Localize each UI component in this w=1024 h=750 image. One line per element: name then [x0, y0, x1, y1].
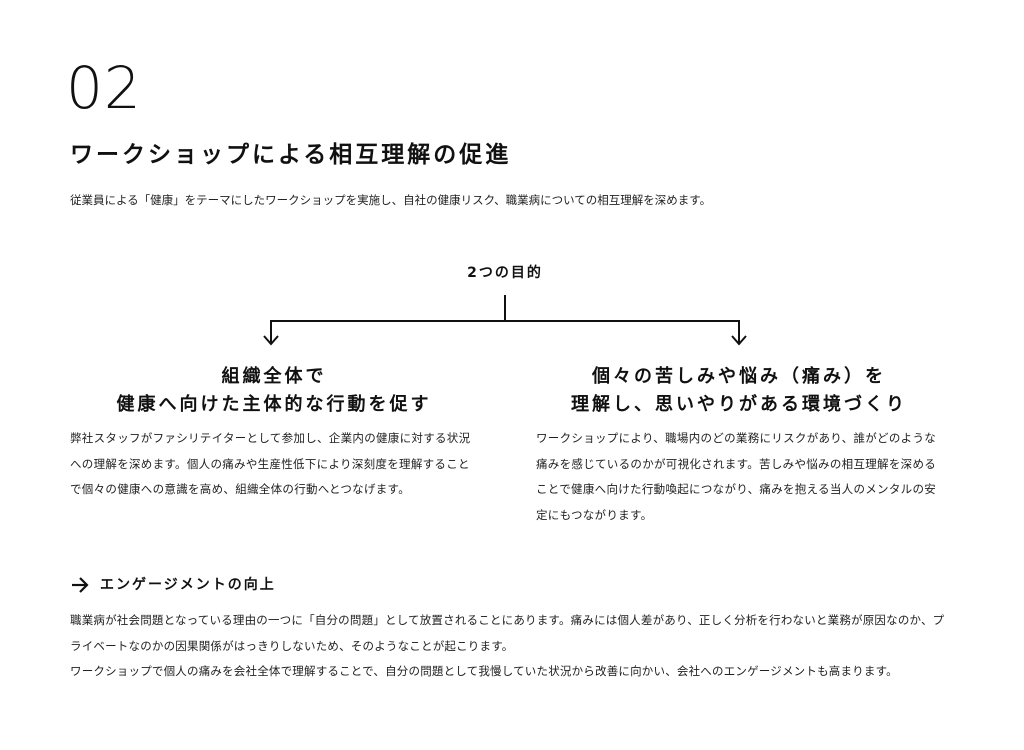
arrow-down-icon: [731, 335, 747, 346]
arrow-down-icon: [263, 335, 279, 346]
branch-diagram: [263, 295, 747, 346]
engagement-paragraph-1: 職業病が社会問題となっている理由の一つに「自分の問題」として放置されることにあり…: [70, 613, 945, 653]
section-title: ワークショップによる相互理解の促進: [70, 142, 512, 168]
purpose-heading: 2つの目的: [467, 265, 543, 281]
section-number: 02: [66, 54, 142, 122]
goal-1-description: 弊社スタッフがファシリテイターとして参加し、企業内の健康に対する状況への理解を深…: [70, 431, 471, 496]
goal-2-title: 個々の苦しみや悩み（痛み）を 理解し、思いやりがある環境づくり: [536, 363, 942, 419]
arrow-right-icon: [72, 577, 89, 593]
engagement-body: 職業病が社会問題となっている理由の一つに「自分の問題」として放置されることにあり…: [70, 608, 950, 685]
engagement-paragraph-2: ワークショップで個人の痛みを会社全体で理解することで、自分の問題として我慢してい…: [70, 664, 898, 678]
engagement-heading-text: エンゲージメントの向上: [100, 577, 276, 593]
engagement-heading: エンゲージメントの向上: [70, 574, 276, 596]
goal-1-title-line1: 組織全体で: [221, 366, 327, 387]
goal-1-title-line2: 健康へ向けた主体的な行動を促す: [116, 394, 432, 415]
goal-2-title-line2: 理解し、思いやりがある環境づくり: [571, 394, 907, 415]
section-lead: 従業員による「健康」をテーマにしたワークショップを実施し、自社の健康リスク、職業…: [70, 193, 712, 207]
goal-2-title-line1: 個々の苦しみや悩み（痛み）を: [592, 366, 886, 387]
goal-2-description: ワークショップにより、職場内のどの業務にリスクがあり、誰がどのような痛みを感じて…: [536, 431, 937, 522]
goal-1-title: 組織全体で 健康へ向けた主体的な行動を促す: [70, 363, 478, 419]
